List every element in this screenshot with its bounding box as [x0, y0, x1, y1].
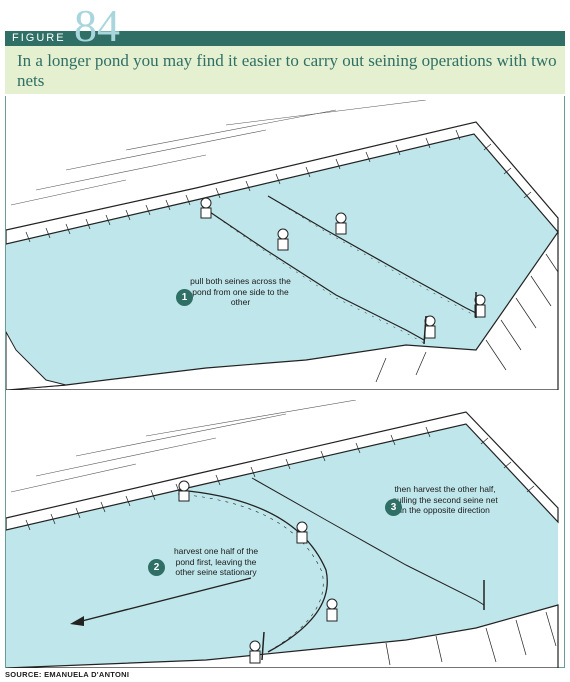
figure-title: In a longer pond you may find it easier … [17, 51, 557, 90]
caption-step-2: harvest one half of the pond first, leav… [173, 546, 259, 577]
seine-net-2 [267, 195, 479, 318]
step-number-2: 2 [148, 559, 165, 576]
caption-step-1: pull both seines across the pond from on… [190, 276, 291, 307]
direction-arrow [70, 577, 252, 626]
workers [178, 480, 338, 664]
step-number-3: 3 [385, 499, 402, 516]
field-lines [10, 400, 357, 493]
step-number-1: 1 [176, 289, 193, 306]
stationary-seine [251, 477, 485, 610]
figure-label: FIGURE [12, 32, 66, 44]
pond-water [6, 134, 558, 390]
pond-water [6, 424, 558, 668]
figure-header-band [5, 31, 565, 46]
figure-number: 84 [74, 0, 120, 51]
left-bank [6, 330, 67, 390]
field-lines [10, 100, 427, 206]
pole [423, 315, 427, 345]
near-bank-hatching [385, 611, 557, 666]
caption-step-3: then harvest the other half, pulling the… [392, 484, 498, 515]
pole [261, 631, 265, 661]
seine-net-1 [203, 207, 425, 344]
panel-top-illustration [6, 100, 564, 390]
pond-top-svg [6, 100, 559, 390]
workers [200, 197, 486, 339]
title-band [5, 46, 565, 94]
source-credit: SOURCE: EMANUELA D'ANTONI [5, 670, 130, 679]
curved-seine [177, 489, 328, 655]
far-bank-hatching [25, 426, 535, 531]
near-bank-hatching [375, 253, 559, 383]
panel-bottom-illustration [6, 400, 564, 668]
far-bank-hatching [25, 129, 532, 243]
far-bank [6, 411, 559, 531]
pond-bottom-svg [6, 400, 559, 668]
near-bank [6, 230, 559, 390]
